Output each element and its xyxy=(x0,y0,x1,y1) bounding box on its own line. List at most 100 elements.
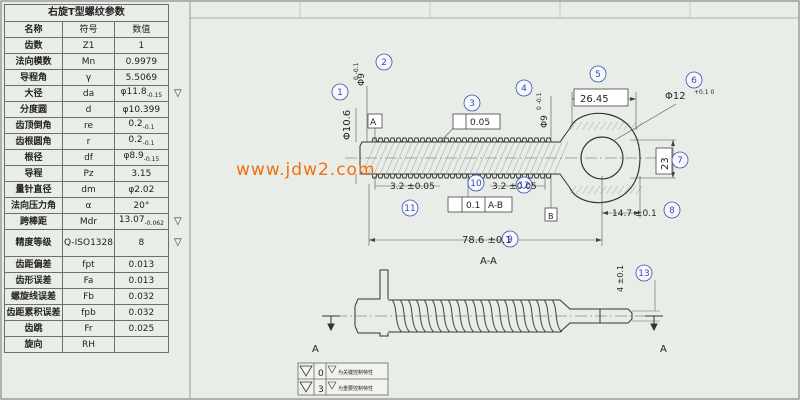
row-symbol: d xyxy=(62,101,115,118)
row-value-text: 5.5069 xyxy=(125,72,158,83)
dim-78-6: 78.6 ±0.1 xyxy=(462,235,512,246)
characteristic-mark-icon xyxy=(168,134,187,150)
fcf-datum: A-B xyxy=(488,201,503,211)
row-symbol: fpb xyxy=(62,304,115,321)
row-value: 0.2-0.1 xyxy=(113,133,169,150)
callout-number: 12 xyxy=(518,181,529,191)
row-value: 0.013 xyxy=(113,272,169,289)
row-symbol: Fr xyxy=(62,320,115,337)
row-name: 齿数 xyxy=(3,37,64,54)
row-value: φ2.02 xyxy=(113,181,169,198)
header-value: 数值 xyxy=(113,21,169,38)
row-value-text: φ2.02 xyxy=(128,184,155,195)
section-mark-left: A xyxy=(312,344,319,355)
row-value-text: φ10.399 xyxy=(122,104,161,115)
dim-4: 4 ±0.1 xyxy=(616,265,625,292)
row-name: 大径 xyxy=(3,85,64,102)
row-symbol: fpt xyxy=(62,256,115,273)
callout-number: 6 xyxy=(691,76,697,86)
callout-circle xyxy=(401,199,419,217)
characteristic-mark-icon xyxy=(168,289,187,305)
section-label: A-A xyxy=(480,256,497,267)
row-value: 8 xyxy=(113,229,169,257)
callout-number: 7 xyxy=(677,156,683,166)
dim-phi9-right: Φ9 xyxy=(540,115,550,128)
row-value: 0.9979 xyxy=(113,53,169,70)
characteristic-mark-icon xyxy=(168,337,187,353)
characteristic-mark-icon: ▽ xyxy=(174,215,182,227)
characteristic-mark-icon xyxy=(168,70,187,86)
row-tolerance: -0.1 xyxy=(142,139,155,147)
row-name: 齿距累积误差 xyxy=(3,304,64,321)
row-value: 0.013 xyxy=(113,256,169,273)
callout-number: 3 xyxy=(469,99,475,109)
row-value: 3.15 xyxy=(113,165,169,182)
characteristic-mark-icon xyxy=(168,305,187,321)
characteristic-mark-icon xyxy=(168,118,187,134)
dim-26-45: 26.45 xyxy=(580,94,609,105)
dim-14-7: 14.7 ±0.1 xyxy=(612,209,657,219)
callout-number: 11 xyxy=(404,204,415,214)
callout-circle xyxy=(375,53,393,71)
row-symbol: γ xyxy=(62,69,115,86)
row-tolerance: -0.15 xyxy=(143,155,160,163)
dim-phi9-left-tol: 0 -0.1 xyxy=(353,62,360,80)
callout-circle xyxy=(515,176,533,194)
row-name: 齿跳 xyxy=(3,320,64,337)
dim-phi9-left: Φ9 xyxy=(357,73,367,86)
callout-number: 4 xyxy=(521,84,527,94)
row-value-text: 0.013 xyxy=(128,259,155,270)
row-name: 螺旋线误差 xyxy=(3,288,64,305)
dim-phi12: Φ12 xyxy=(665,91,686,102)
callout-number: 5 xyxy=(595,70,601,80)
characteristic-mark-icon: ▽ xyxy=(174,237,182,248)
characteristic-mark-icon xyxy=(168,38,187,54)
row-name: 法向压力角 xyxy=(3,197,64,214)
row-name: 齿形误差 xyxy=(3,272,64,289)
callout-number: 13 xyxy=(638,269,649,279)
characteristic-mark-icon xyxy=(168,273,187,289)
callout-number: 2 xyxy=(381,58,387,68)
row-value-text: φ11.8 xyxy=(120,86,147,97)
datum-a-label: A xyxy=(370,118,377,128)
row-symbol: Fb xyxy=(62,288,115,305)
callout-number: 1 xyxy=(337,88,343,98)
characteristic-mark-icon xyxy=(168,257,187,273)
row-value: 13.07-0.062 xyxy=(113,213,169,230)
row-value-text: φ8.9 xyxy=(123,150,144,161)
header-symbol: 符号 xyxy=(62,21,115,38)
row-value-text: 0.013 xyxy=(128,275,155,286)
row-symbol: Mn xyxy=(62,53,115,70)
row-value: 0.032 xyxy=(113,288,169,305)
characteristic-mark-icon xyxy=(168,182,187,198)
row-symbol: da xyxy=(62,85,115,102)
legend-text-1: 为重要控制特性 xyxy=(338,385,373,392)
row-symbol: Pz xyxy=(62,165,115,182)
characteristic-mark-icon xyxy=(168,166,187,182)
thread-teeth xyxy=(371,137,552,143)
callout-circle xyxy=(635,264,653,282)
characteristic-mark-icon xyxy=(168,198,187,214)
row-symbol: re xyxy=(62,117,115,134)
row-symbol: df xyxy=(62,149,115,166)
dim-phi10-6: Φ10.6 xyxy=(342,110,353,140)
dim-phi12-tol: +0.1 0 xyxy=(694,89,714,96)
row-value: 20° xyxy=(113,197,169,214)
row-name: 齿根圆角 xyxy=(3,133,64,150)
row-symbol: Mdr xyxy=(62,213,115,230)
dim-3-2-right: 3.2 ±0.05 xyxy=(492,182,537,192)
callout-circle xyxy=(671,151,689,169)
row-name: 齿顶倒角 xyxy=(3,117,64,134)
callout-circle xyxy=(501,230,519,248)
row-value: 1 xyxy=(113,37,169,54)
row-symbol: RH xyxy=(62,336,115,353)
row-value-text: 0.032 xyxy=(128,291,155,302)
